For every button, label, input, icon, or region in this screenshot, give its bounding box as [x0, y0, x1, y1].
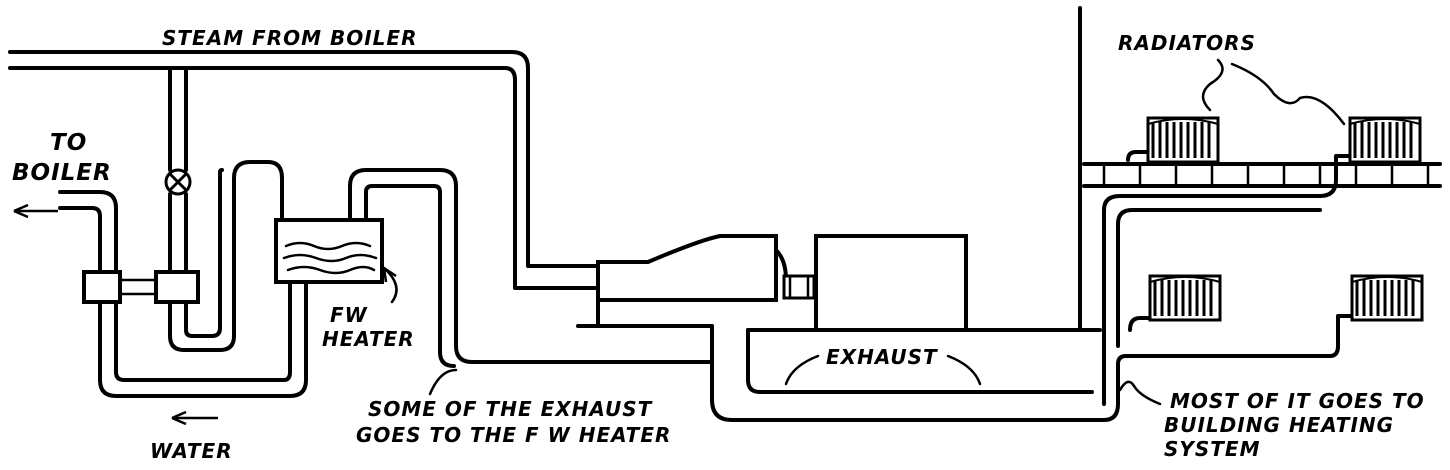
arrow-icon [13, 203, 58, 219]
fw-exhaust-pointer [428, 368, 458, 396]
engine [576, 234, 788, 328]
water-loop-pipe [168, 160, 284, 352]
radiators-pointers [1201, 58, 1346, 126]
feed-pump [82, 270, 200, 304]
fw-heater [274, 218, 384, 284]
steam-label: STEAM FROM BOILER [162, 26, 417, 50]
radiators-label: RADIATORS [1118, 31, 1256, 55]
radiator-icon [1146, 116, 1220, 164]
fw-heater-pointer [382, 266, 398, 304]
exhaust-pointers [784, 354, 982, 386]
floor [1082, 162, 1442, 188]
coupling [782, 274, 816, 300]
some-exhaust-label-1: SOME OF THE EXHAUST [368, 397, 653, 421]
to-boiler-pipe [58, 190, 118, 274]
exhaust-label: EXHAUST [826, 345, 938, 369]
most-label-2: BUILDING HEATING [1164, 413, 1394, 437]
generator [814, 234, 968, 332]
water-label: WATER [150, 439, 233, 463]
steam-pipe [8, 50, 600, 290]
radiator-icon [1350, 274, 1424, 322]
fw-heater-label-1: FW [330, 303, 368, 327]
exhaust-base [710, 324, 1120, 422]
some-exhaust-label-2: GOES TO THE F W HEATER [356, 423, 671, 447]
exhaust-to-heater-pipe [348, 168, 712, 368]
valve-icon [164, 168, 192, 196]
water-return-pipe [98, 280, 308, 398]
to-boiler-label-2: BOILER [12, 160, 112, 186]
most-label-1: MOST OF IT GOES TO [1170, 389, 1425, 413]
radiator-icon [1348, 116, 1422, 164]
radiator-icon [1148, 274, 1222, 322]
most-label-3: SYSTEM [1164, 437, 1261, 461]
heating-riser [1102, 150, 1354, 406]
arrow-icon [171, 410, 218, 426]
fw-heater-label-2: HEATER [322, 327, 415, 351]
heating-pointer [1118, 380, 1162, 406]
to-boiler-label-1: TO [50, 130, 87, 156]
steam-branch-pipe [168, 66, 188, 274]
